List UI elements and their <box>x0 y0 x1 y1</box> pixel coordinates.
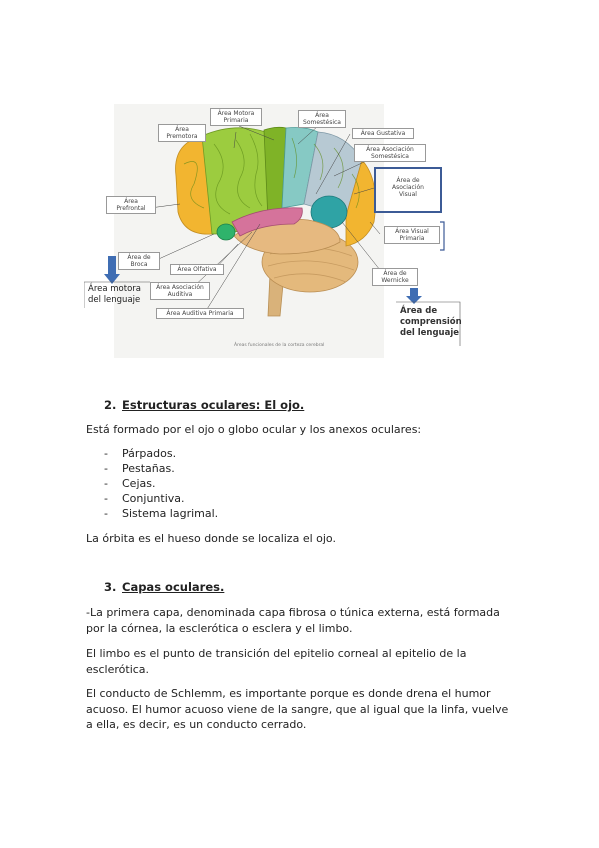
label-gustativa: Área Gustativa <box>352 128 414 139</box>
brain-figure: Área Motora Primaria Área Somestésica Ár… <box>84 104 464 358</box>
section-2-number: 2. <box>104 398 117 412</box>
motor-language-box <box>84 281 150 308</box>
label-prefrontal: Área Prefrontal <box>106 196 156 214</box>
broca-area <box>216 223 236 241</box>
orbit-paragraph: La órbita es el hueso donde se localiza … <box>86 532 336 545</box>
arrow-down-right <box>406 288 422 304</box>
section-3-heading: 3. Capas oculares. <box>104 580 224 594</box>
comprehension-language-box <box>396 301 461 346</box>
label-motor-language: Área motora del lenguaje <box>88 284 141 305</box>
list-item: -Conjuntiva. <box>104 492 185 505</box>
visual-primary-bracket <box>440 221 445 251</box>
section-2-intro: Está formado por el ojo o globo ocular y… <box>86 423 422 436</box>
label-broca: Área de Broca <box>118 252 160 270</box>
list-item: -Cejas. <box>104 477 156 490</box>
label-asociacion-visual: Área de Asociación Visual <box>392 177 424 198</box>
label-olfativa: Área Olfativa <box>170 264 224 275</box>
auditory-area <box>231 207 303 237</box>
label-motora-primaria: Área Motora Primaria <box>210 108 262 126</box>
label-premotora: Área Premotora <box>158 124 206 142</box>
figure-caption: Áreas funcionales de la corteza cerebral <box>234 343 325 348</box>
label-auditiva-primaria: Área Auditiva Primaria <box>156 308 244 319</box>
section-3-paragraph-3: El conducto de Schlemm, es importante po… <box>86 687 509 731</box>
label-comprehension-language: Área de comprensión del lenguaje <box>400 306 462 338</box>
arrow-down-left <box>104 256 120 284</box>
section-3-number: 3. <box>104 580 117 594</box>
list-item: -Pestañas. <box>104 462 175 475</box>
list-item: -Sistema lagrimal. <box>104 507 219 520</box>
section-2-title: Estructuras oculares: El ojo. <box>122 398 305 412</box>
label-visual-primaria: Área Visual Primaria <box>384 226 440 244</box>
visual-association-frame <box>374 167 442 213</box>
label-asociacion-auditiva: Área Asociación Auditiva <box>150 282 210 300</box>
ocular-annexes-list: -Párpados. -Pestañas. -Cejas. -Conjuntiv… <box>104 446 218 521</box>
section-3-paragraph-2: El limbo es el punto de transición del e… <box>86 647 467 676</box>
gyrus-lines <box>183 133 360 215</box>
label-wernicke: Área de Wernicke <box>372 268 418 286</box>
section-2-heading: 2. Estructuras oculares: El ojo. <box>104 398 304 412</box>
label-somestesica: Área Somestésica <box>298 110 346 128</box>
list-item: -Párpados. <box>104 447 177 460</box>
section-3-title: Capas oculares. <box>122 580 225 594</box>
section-3-paragraph-1: -La primera capa, denominada capa fibros… <box>86 606 500 635</box>
visual-association-area <box>345 159 376 247</box>
label-asociacion-somestesica: Área Asociación Somestésica <box>354 144 426 162</box>
